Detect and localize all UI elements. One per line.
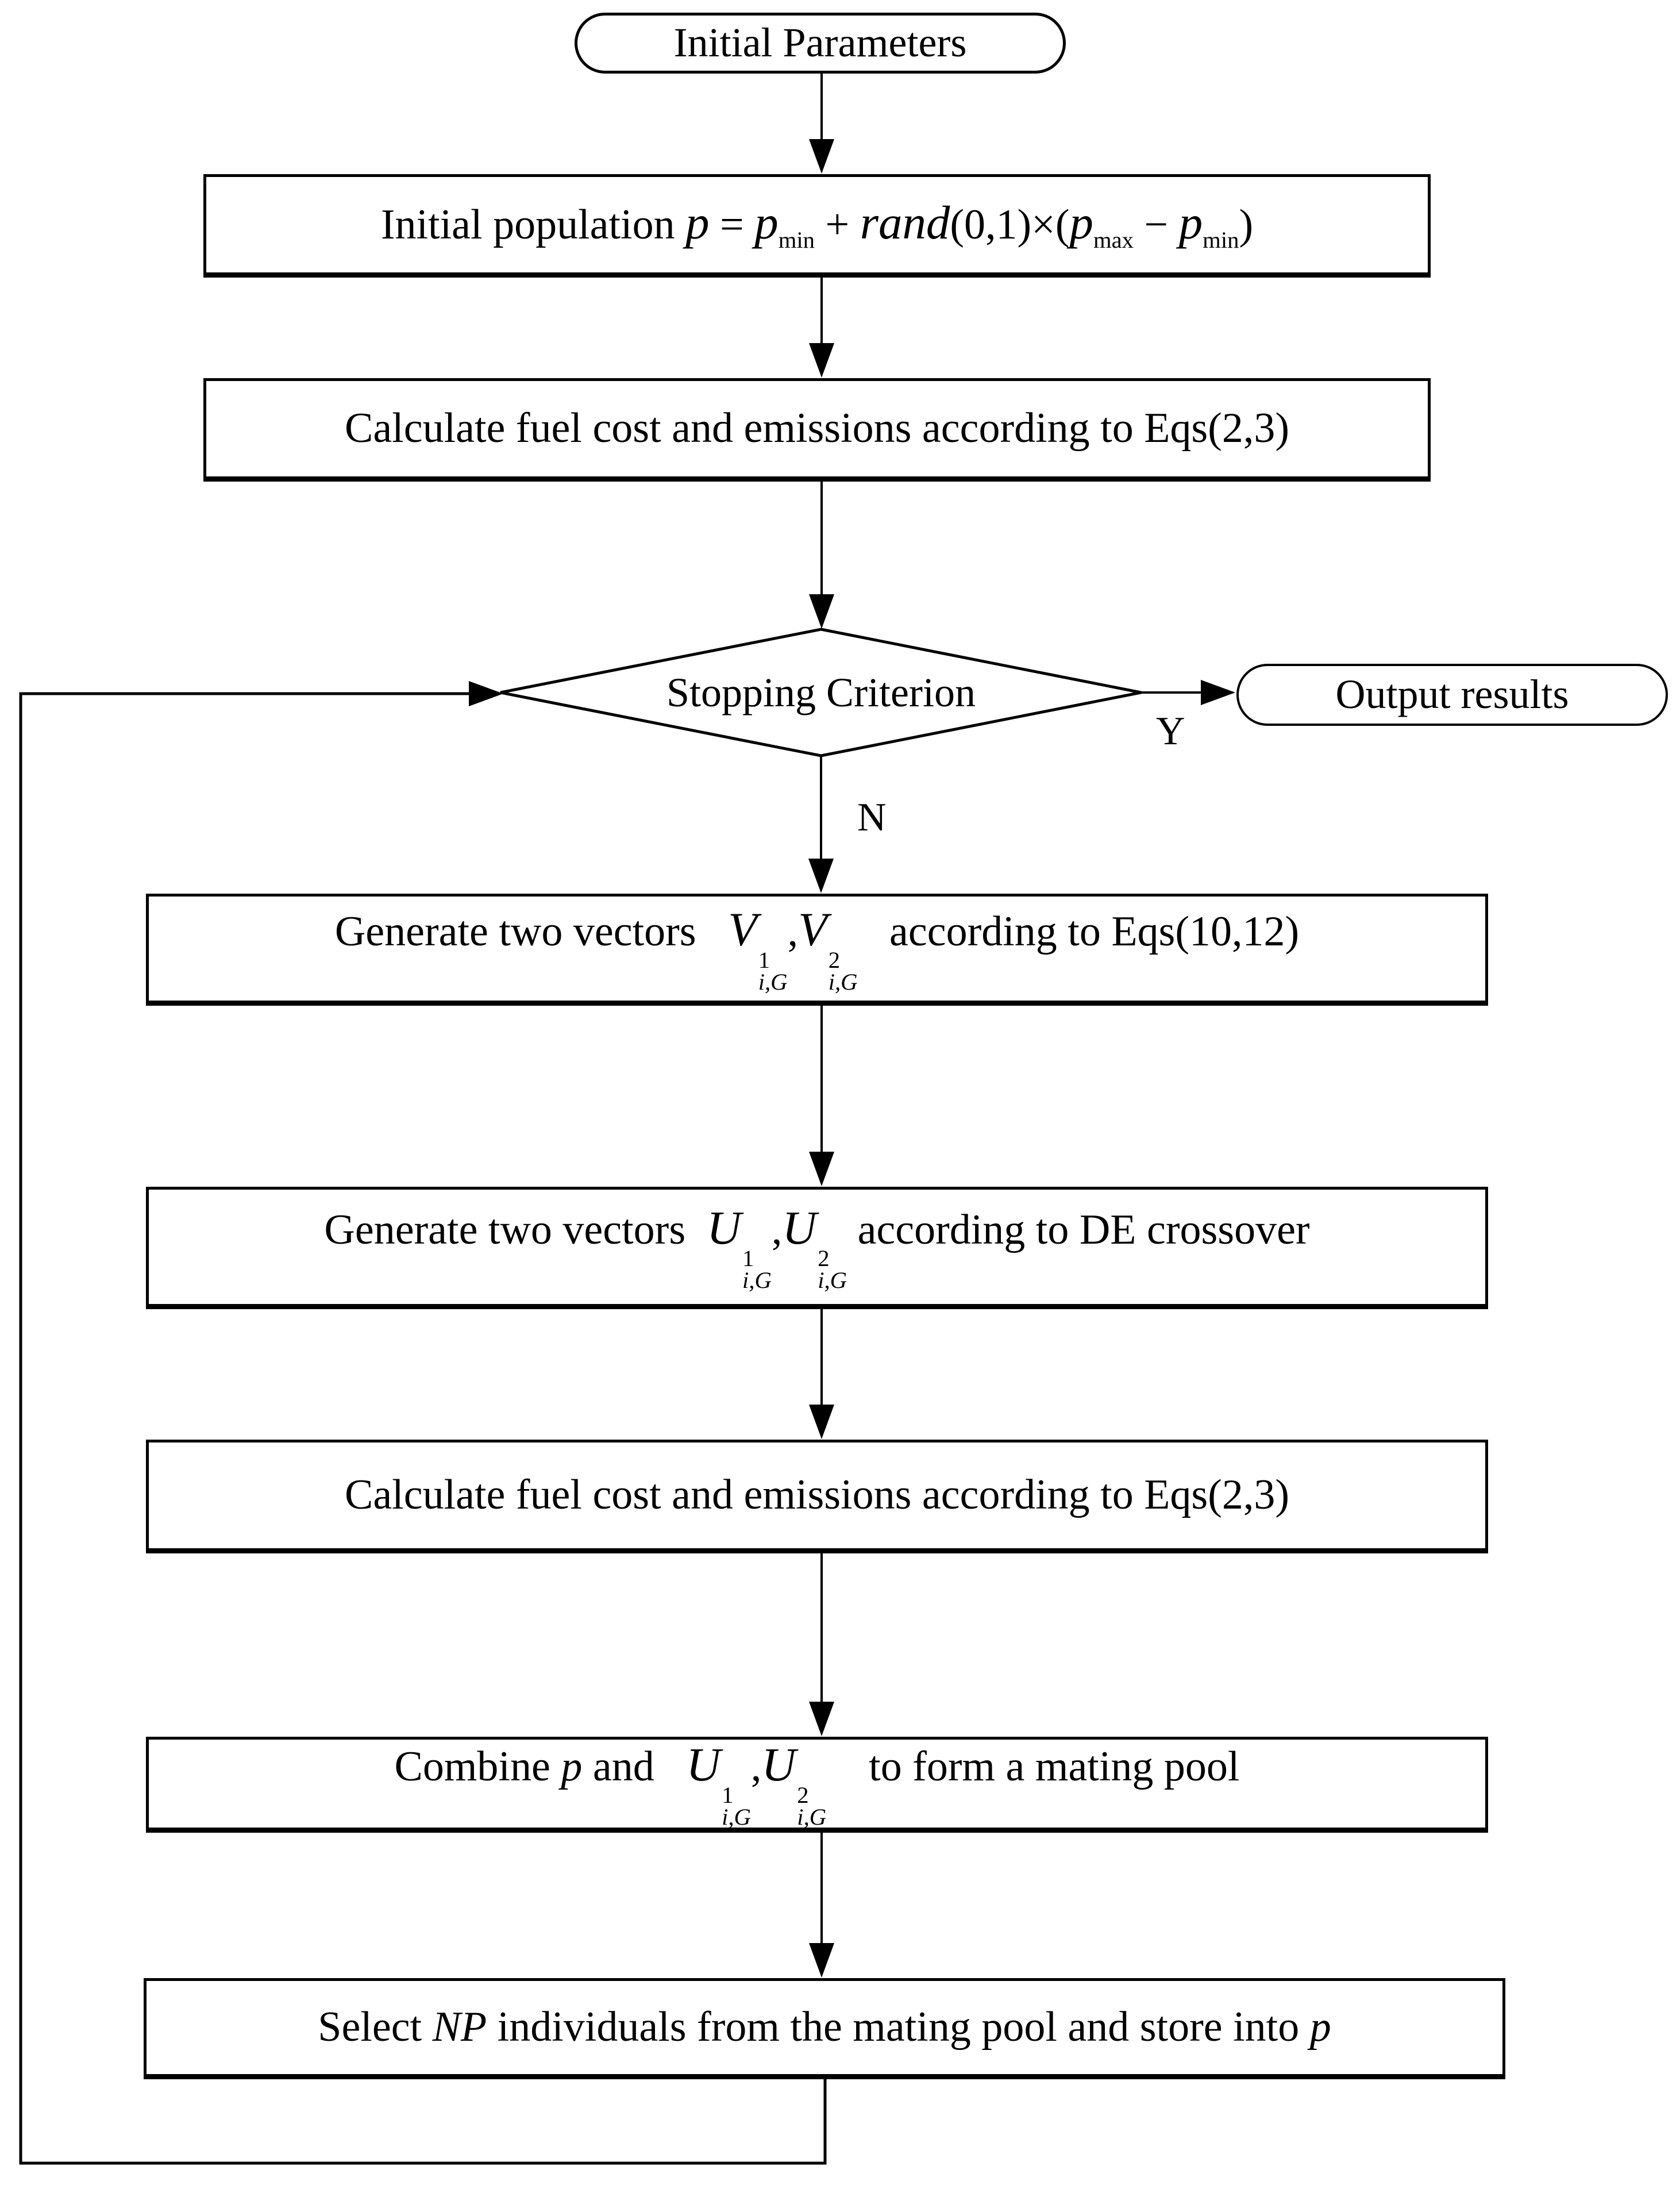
node-initial-population-label: Initial population p = pmin + rand(0,1)×… <box>380 195 1254 253</box>
edge-label-yes: Y <box>1156 709 1185 753</box>
node-select-np-individuals-label: Select NP individuals from the mating po… <box>318 2003 1331 2051</box>
arrowhead-generatev <box>808 859 834 893</box>
arrowhead-calc1 <box>809 343 834 378</box>
node-stopping-criterion: Stopping Criterion <box>534 661 1108 724</box>
node-initial-parameters-label: Initial Parameters <box>673 20 967 66</box>
node-output-results: Output results <box>1236 664 1668 726</box>
node-initial-parameters: Initial Parameters <box>575 13 1066 74</box>
arrowhead-output <box>1201 680 1235 705</box>
node-initial-population: Initial population p = pmin + rand(0,1)×… <box>203 174 1431 278</box>
node-calc-fuel-cost-2-label: Calculate fuel cost and emissions accord… <box>344 1471 1289 1519</box>
connector-loopback <box>19 692 827 2165</box>
arrowhead-initpop <box>809 139 834 174</box>
node-stopping-criterion-label: Stopping Criterion <box>666 669 976 715</box>
arrowhead-decision <box>809 594 834 629</box>
node-calc-fuel-cost-2: Calculate fuel cost and emissions accord… <box>146 1440 1488 1553</box>
arrowhead-select <box>809 1943 834 1978</box>
arrowhead-combine <box>809 1702 834 1736</box>
edge-label-no: N <box>857 795 887 840</box>
node-calc-fuel-cost-1-label: Calculate fuel cost and emissions accord… <box>344 405 1289 452</box>
arrowhead-loopback-decision <box>469 681 503 706</box>
arrowhead-calc2 <box>809 1405 834 1439</box>
node-select-np-individuals: Select NP individuals from the mating po… <box>144 1978 1505 2079</box>
node-output-results-label: Output results <box>1335 671 1569 718</box>
arrowhead-generateu <box>809 1152 834 1186</box>
node-calc-fuel-cost-1: Calculate fuel cost and emissions accord… <box>203 378 1431 482</box>
